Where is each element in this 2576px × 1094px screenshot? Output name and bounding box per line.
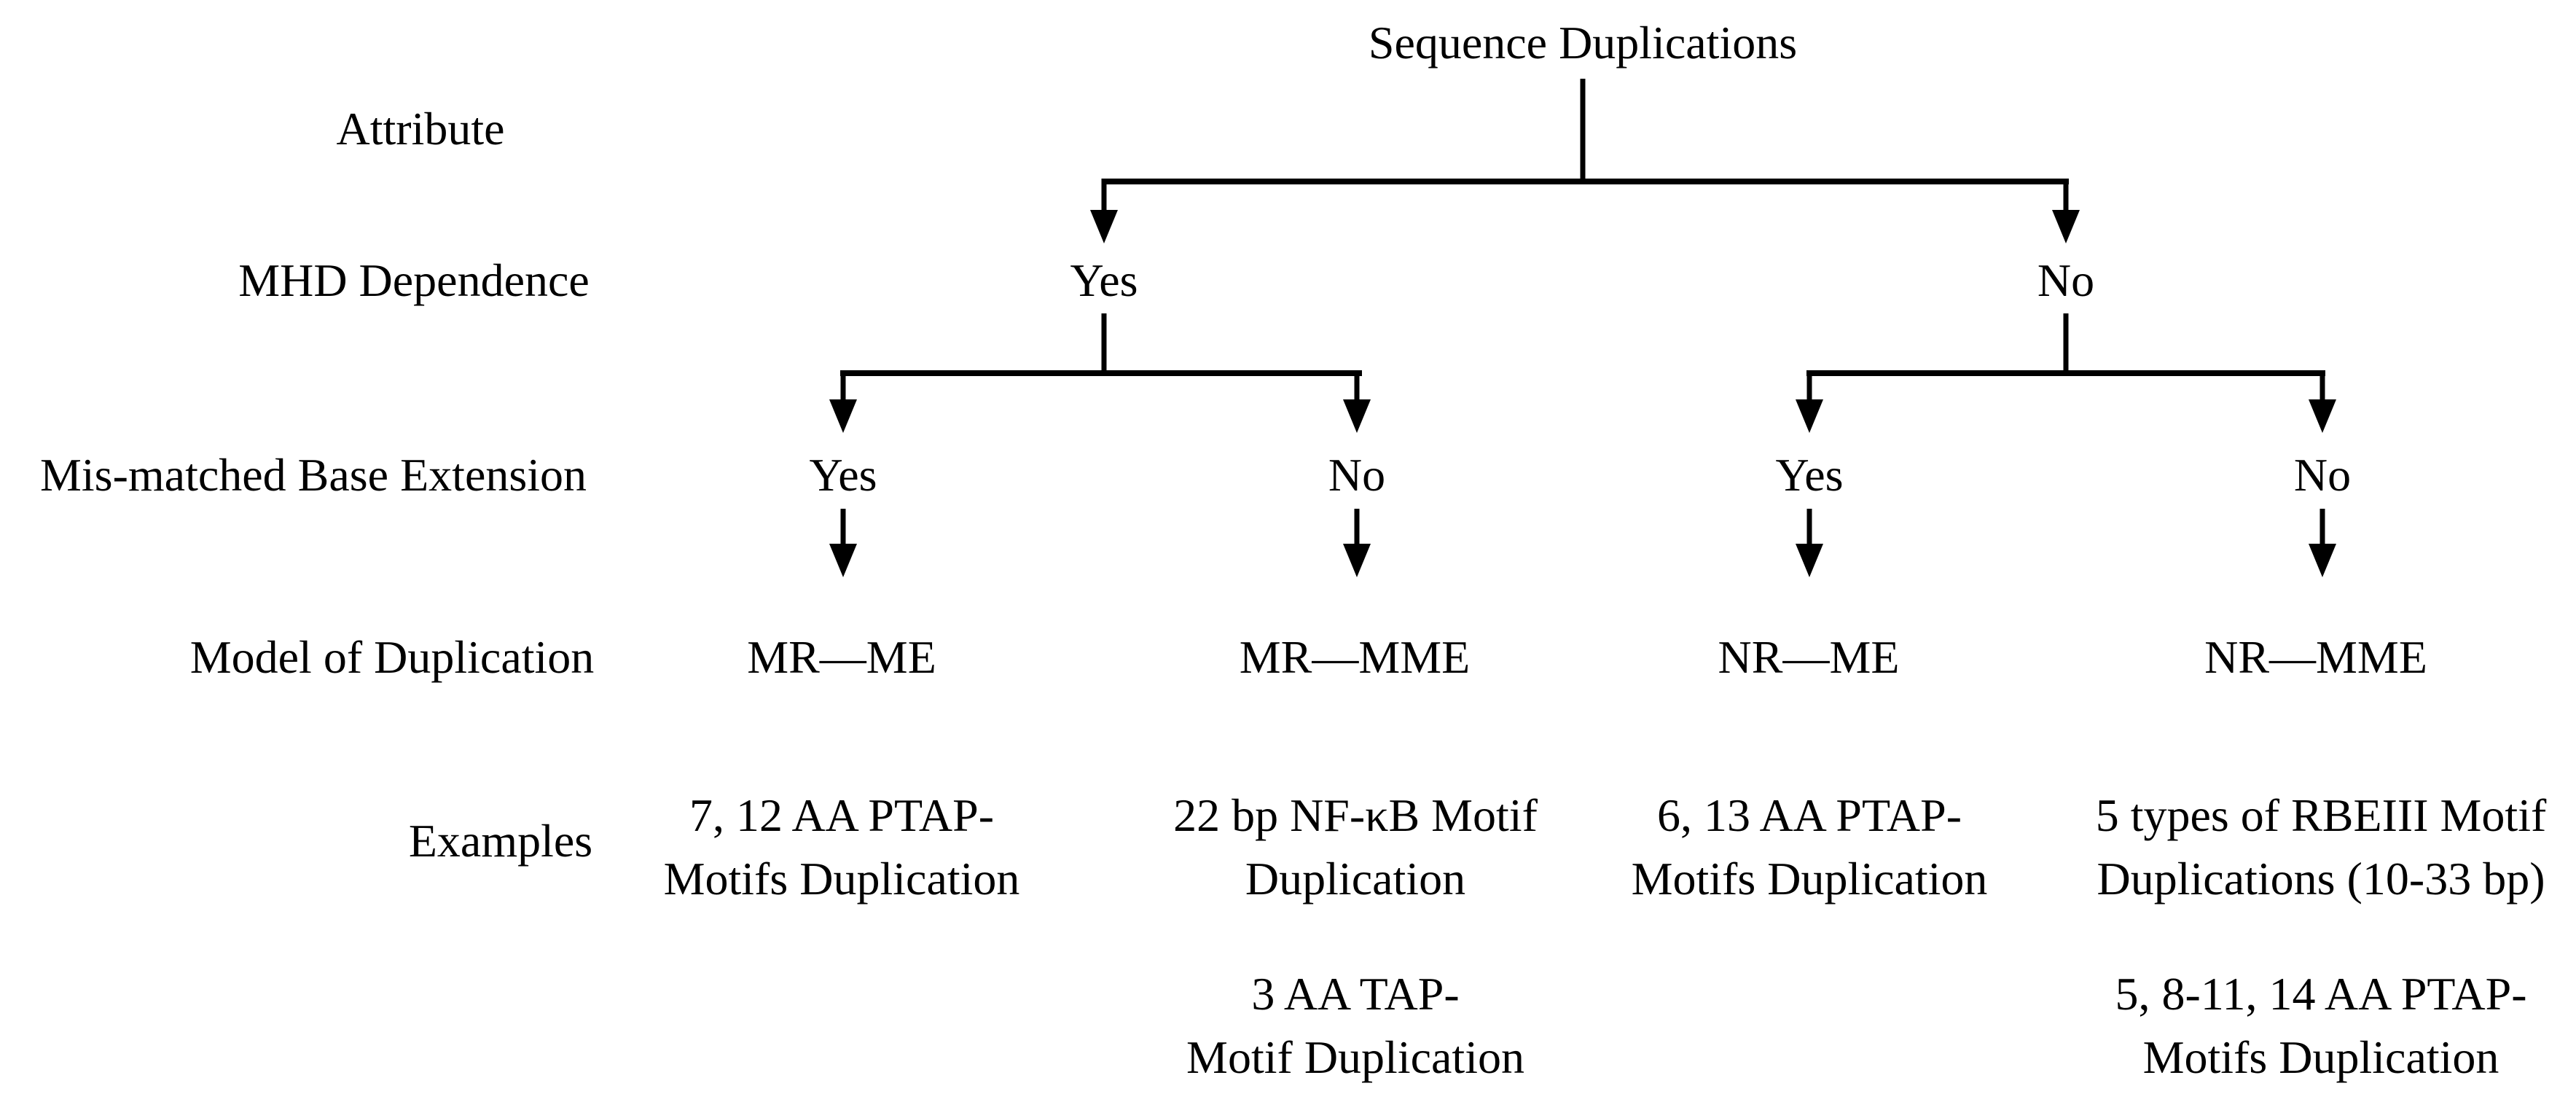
arrow-down-icon bbox=[829, 544, 857, 577]
arrow-down-icon bbox=[2309, 399, 2336, 433]
example-c2-secondary-line1: 3 AA TAP- bbox=[1251, 968, 1460, 1020]
example-c4-line1: 5 types of RBEIII Motif bbox=[2095, 789, 2547, 841]
row-label-model-of-duplication: Model of Duplication bbox=[189, 631, 595, 683]
example-c4: 5 types of RBEIII Motif Duplications (10… bbox=[2096, 784, 2547, 910]
example-c2-line1: 22 bp NF-κB Motif bbox=[1173, 789, 1538, 841]
row-label-attribute: Attribute bbox=[336, 103, 505, 155]
arrow-down-icon bbox=[1343, 544, 1371, 577]
connector-c2-model-stem bbox=[1354, 509, 1360, 550]
arrow-down-icon bbox=[1796, 399, 1823, 433]
example-c2: 22 bp NF-κB Motif Duplication bbox=[1173, 784, 1538, 910]
connector-level1-bar bbox=[1102, 179, 2069, 184]
row-label-mhd-dependence: MHD Dependence bbox=[238, 254, 590, 306]
example-c2-secondary: 3 AA TAP- Motif Duplication bbox=[1186, 962, 1524, 1089]
node-mbe-c2-no: No bbox=[1328, 449, 1386, 501]
arrow-down-icon bbox=[2309, 544, 2336, 577]
connector-c3-model-stem bbox=[1806, 509, 1812, 550]
arrow-down-icon bbox=[1090, 210, 1118, 243]
row-label-mismatched-base-extension: Mis-matched Base Extension bbox=[39, 449, 587, 501]
connector-c4-model-stem bbox=[2319, 509, 2325, 550]
arrow-down-icon bbox=[2052, 210, 2080, 243]
connector-level2-left-bar bbox=[840, 370, 1362, 376]
diagram-title: Sequence Duplications bbox=[1368, 17, 1798, 69]
node-mbe-c3-yes: Yes bbox=[1775, 449, 1844, 501]
example-c4-secondary-line2: Motifs Duplication bbox=[2142, 1031, 2499, 1084]
example-c2-line2: Duplication bbox=[1245, 853, 1466, 905]
example-c1-line1: 7, 12 AA PTAP- bbox=[689, 789, 995, 841]
node-model-mr-me: MR—ME bbox=[747, 631, 936, 683]
example-c4-secondary: 5, 8-11, 14 AA PTAP- Motifs Duplication bbox=[2115, 962, 2527, 1089]
connector-l1-right-stem bbox=[2063, 179, 2069, 216]
node-mbe-c4-no: No bbox=[2293, 449, 2352, 501]
connector-root-stem bbox=[1580, 79, 1586, 184]
connector-l2-c1-stem bbox=[840, 370, 846, 405]
connector-level2-right-bar bbox=[1806, 370, 2325, 376]
connector-l2-c4-stem bbox=[2319, 370, 2325, 405]
example-c4-secondary-line1: 5, 8-11, 14 AA PTAP- bbox=[2115, 968, 2527, 1020]
node-model-nr-me: NR—ME bbox=[1718, 631, 1900, 683]
connector-l1-left-stem bbox=[1101, 179, 1107, 216]
example-c3: 6, 13 AA PTAP- Motifs Duplication bbox=[1632, 784, 1988, 910]
node-model-mr-mme: MR—MME bbox=[1239, 631, 1471, 683]
node-mhd-no: No bbox=[2037, 254, 2095, 306]
node-mhd-yes: Yes bbox=[1070, 254, 1138, 306]
row-label-examples: Examples bbox=[408, 815, 593, 867]
connector-c1-model-stem bbox=[840, 509, 846, 550]
example-c3-line2: Motifs Duplication bbox=[1631, 853, 1988, 905]
connector-l2-c2-stem bbox=[1354, 370, 1360, 405]
arrow-down-icon bbox=[1343, 399, 1371, 433]
connector-l1-right-down bbox=[2063, 313, 2069, 376]
example-c2-secondary-line2: Motif Duplication bbox=[1186, 1031, 1524, 1084]
connector-l2-c3-stem bbox=[1806, 370, 1812, 405]
example-c4-line2: Duplications (10-33 bp) bbox=[2097, 853, 2545, 905]
example-c1-line2: Motifs Duplication bbox=[663, 853, 1020, 905]
arrow-down-icon bbox=[1796, 544, 1823, 577]
example-c3-line1: 6, 13 AA PTAP- bbox=[1656, 789, 1962, 841]
arrow-down-icon bbox=[829, 399, 857, 433]
node-mbe-c1-yes: Yes bbox=[809, 449, 877, 501]
example-c1: 7, 12 AA PTAP- Motifs Duplication bbox=[664, 784, 1020, 910]
connector-l1-left-down bbox=[1101, 313, 1107, 376]
node-model-nr-mme: NR—MME bbox=[2204, 631, 2427, 683]
